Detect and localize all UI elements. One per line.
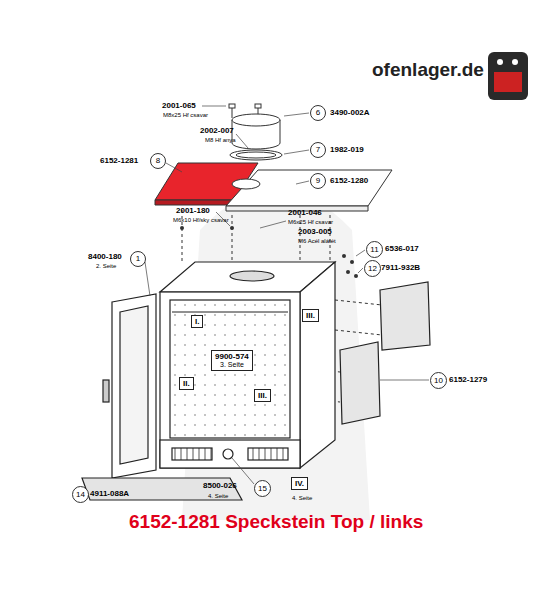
callout-circle: 10 <box>430 372 447 389</box>
section-box: I. <box>191 315 203 328</box>
callout-circle: 6 <box>310 105 326 121</box>
callout-number: 8 <box>156 157 160 165</box>
part-number: 8500-026 <box>203 482 237 491</box>
part-note: M8x25 Hf csavar <box>163 112 208 119</box>
part-number: 2003-005 <box>298 228 332 237</box>
part-note: 4. Seite <box>208 493 228 500</box>
part-number: 6152-1281 <box>100 157 138 166</box>
callout-number: 15 <box>258 485 267 493</box>
part-number: 7911-932B <box>381 264 420 273</box>
part-note: M6 Acél alátét <box>298 238 336 245</box>
section-box: 9900-5743. Seite <box>211 350 253 371</box>
section-label: III. <box>306 311 315 320</box>
section-box: III. <box>302 309 319 322</box>
part-number: 2001-180 <box>176 207 210 216</box>
callout-number: 7 <box>316 146 320 154</box>
section-label: III. <box>258 391 267 400</box>
callout-circle: 14 <box>72 486 89 503</box>
section-label: II. <box>183 379 190 388</box>
callout-circle: 7 <box>310 142 326 158</box>
callout-number: 6 <box>316 109 320 117</box>
callout-number: 11 <box>370 246 378 254</box>
callout-circle: 12 <box>364 260 381 277</box>
callout-circle: 8 <box>150 153 166 169</box>
part-note: M6x10 Hf/sky csavar <box>173 217 229 224</box>
section-label: I. <box>195 317 199 326</box>
part-number: 2001-065 <box>162 102 196 111</box>
part-note: M8 Hf anya <box>205 137 236 144</box>
callout-circle: 9 <box>310 173 326 189</box>
part-note: 4. Seite <box>292 495 312 502</box>
part-number: 6152-1280 <box>330 177 368 186</box>
callout-circle: 1 <box>130 251 146 267</box>
section-box: III. <box>254 389 271 402</box>
part-number: 4911-088A <box>90 490 129 499</box>
part-number: 6152-1279 <box>449 376 487 385</box>
part-number: 2002-007 <box>200 127 234 136</box>
part-number: 3490-002A <box>330 109 370 118</box>
section-label: IV. <box>295 479 304 488</box>
callout-number: 12 <box>368 265 377 273</box>
callout-number: 9 <box>316 177 320 185</box>
callout-number: 14 <box>76 491 85 499</box>
section-label: 3. Seite <box>215 361 249 369</box>
part-number: 6536-017 <box>385 245 419 254</box>
logo-text: ofenlager.de <box>372 60 484 81</box>
section-box: II. <box>179 377 194 390</box>
callout-circle: 11 <box>366 241 383 258</box>
section-label: 9900-574 <box>215 352 249 361</box>
part-note: M6x25 Hf csavar <box>288 219 333 226</box>
part-note: 2. Seite <box>96 263 116 270</box>
logo-icon <box>488 52 528 100</box>
part-number: 1982-019 <box>330 146 364 155</box>
part-number: 8400-180 <box>88 253 122 262</box>
callout-number: 10 <box>434 377 443 385</box>
section-box: IV. <box>291 477 308 490</box>
callout-number: 1 <box>136 255 140 263</box>
title: 6152-1281 Speckstein Top / links <box>129 511 423 533</box>
part-number: 2001-046 <box>288 209 322 218</box>
callout-circle: 15 <box>254 480 271 497</box>
